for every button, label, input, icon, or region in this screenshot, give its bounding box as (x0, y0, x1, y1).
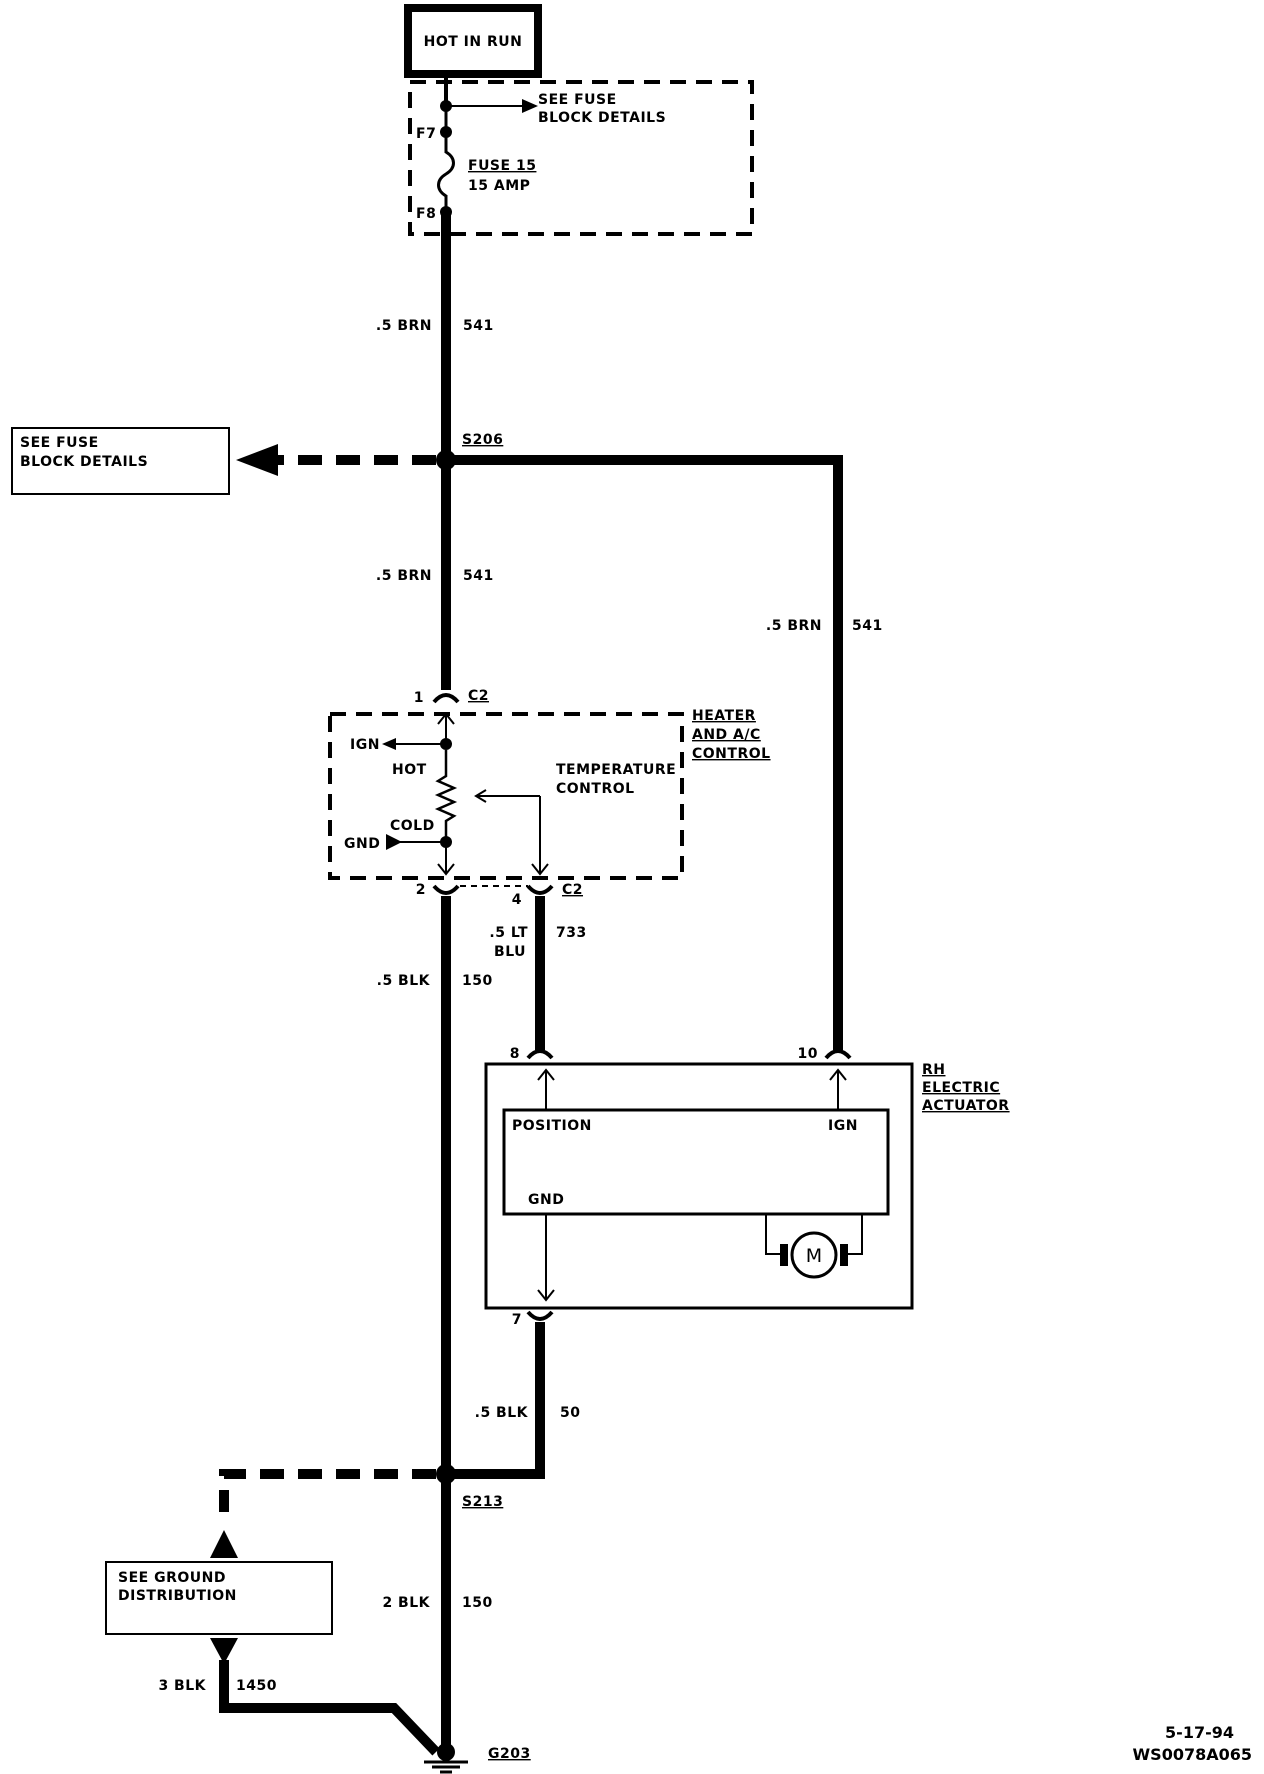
pin2-label: 2 (416, 882, 426, 898)
actuator-logic-box (502, 1108, 890, 1216)
see-fuse-box (11, 427, 230, 495)
heater-cold-label: COLD (390, 818, 435, 834)
arrow-down-icon (537, 1289, 555, 1302)
connector-c2-pin2 (432, 884, 460, 895)
hot-in-run-box: HOT IN RUN (404, 4, 542, 78)
temp-control-line2: CONTROL (556, 781, 635, 797)
actuator-title-line3: ACTUATOR (922, 1098, 1010, 1114)
pin-f7-label: F7 (416, 126, 436, 142)
ground-g203-label: G203 (488, 1746, 531, 1762)
wire-w5-circuit: 733 (556, 925, 587, 941)
wire-w6-circuit: 50 (560, 1405, 580, 1421)
ground-icon (424, 1752, 468, 1774)
actuator-gnd-label: GND (528, 1192, 564, 1208)
heater-ac-control: HEATER AND A/C CONTROL IGN HOT COLD GND … (328, 708, 771, 880)
connector-pin10 (824, 1049, 852, 1060)
pin1-label: 1 (414, 690, 424, 706)
arrow-down-icon (210, 1638, 238, 1664)
wire-w5-gauge-line2: BLU (494, 944, 526, 960)
pin-f8-label: F8 (416, 206, 436, 222)
wire-w7-circuit: 150 (462, 1595, 493, 1611)
heater-title-line1: HEATER (692, 708, 756, 724)
heater-hot-label: HOT (392, 762, 427, 778)
fuse-icon (437, 136, 455, 212)
dashed-wire-to-ground-box (219, 1469, 436, 1512)
fuse-see-line1: SEE FUSE (538, 92, 617, 108)
hot-in-run-label: HOT IN RUN (424, 34, 523, 50)
arrow-right-icon (522, 99, 538, 113)
pin-f7-node (440, 126, 452, 138)
connector-c2-pin1 (432, 693, 460, 704)
arrow-down-icon (437, 863, 455, 876)
wire-w8-circuit: 1450 (236, 1678, 277, 1694)
wire-w1-gauge: .5 BRN (376, 318, 432, 334)
ground-box-line1: SEE GROUND (118, 1570, 226, 1586)
actuator-ign-label: IGN (828, 1118, 858, 1134)
wire-w4-circuit: 150 (462, 973, 493, 989)
splice-s206-label: S206 (462, 432, 503, 448)
ground-box-line2: DISTRIBUTION (118, 1588, 237, 1604)
wire-w7-gauge: 2 BLK (382, 1595, 430, 1611)
arrow-left-icon (382, 738, 396, 750)
wiper-arrow-icon (474, 789, 487, 803)
wire-1450 (219, 1660, 440, 1756)
actuator-position-label: POSITION (512, 1118, 592, 1134)
connector-pin7 (526, 1310, 554, 1321)
pin7-label: 7 (512, 1312, 522, 1328)
arrow-up-icon (829, 1068, 847, 1081)
pin4-label: 4 (512, 892, 522, 908)
footer-date: 5-17-94 (1165, 1723, 1234, 1742)
see-fuse-box-line2: BLOCK DETAILS (20, 454, 148, 470)
wire-w5-gauge-line1: .5 LT (489, 925, 528, 941)
connector-c2-pin4 (526, 884, 554, 895)
arrow-up-icon (210, 1530, 238, 1558)
heater-title-line3: CONTROL (692, 746, 771, 762)
wire-w2-circuit: 541 (463, 568, 494, 584)
rh-electric-actuator: RH ELECTRIC ACTUATOR POSITION IGN GND M (484, 1062, 1010, 1310)
arrow-up-icon (437, 712, 455, 725)
resistor-icon (434, 750, 458, 842)
heater-ign-label: IGN (350, 737, 380, 753)
splice-s213-label: S213 (462, 1494, 503, 1510)
pin8-label: 8 (510, 1046, 520, 1062)
fuse-block: SEE FUSE BLOCK DETAILS F7 F8 FUSE 15 15 … (408, 74, 754, 236)
wire-w2-gauge: .5 BRN (376, 568, 432, 584)
wire-w8-gauge: 3 BLK (158, 1678, 206, 1694)
arrow-left-icon (236, 444, 278, 476)
connector-c2-label: C2 (468, 688, 489, 704)
wire-w1-circuit: 541 (463, 318, 494, 334)
see-ground-box (105, 1561, 333, 1635)
connector-c2-bottom-label: C2 (562, 882, 583, 898)
fuse-name: FUSE 15 (468, 158, 536, 174)
pin10-label: 10 (798, 1046, 818, 1062)
actuator-title-line1: RH (922, 1062, 946, 1078)
arrow-down-icon (531, 863, 549, 876)
heater-gnd-label: GND (344, 836, 380, 852)
fuse-rating: 15 AMP (468, 178, 530, 194)
temp-control-line1: TEMPERATURE (556, 762, 676, 778)
motor-icon (790, 1231, 838, 1279)
footer-code: WS0078A065 (1133, 1745, 1252, 1764)
wire-w3-circuit: 541 (852, 618, 883, 634)
connector-pin8 (526, 1049, 554, 1060)
wire-w3-gauge: .5 BRN (766, 618, 822, 634)
wire-w4-gauge: .5 BLK (377, 973, 431, 989)
motor-label: M (806, 1245, 822, 1267)
arrow-up-icon (537, 1068, 555, 1081)
wire-w6-gauge: .5 BLK (475, 1405, 529, 1421)
see-fuse-box-line1: SEE FUSE (20, 435, 99, 451)
arrow-right-icon (386, 834, 402, 850)
fuse-see-line2: BLOCK DETAILS (538, 110, 666, 126)
heater-title-line2: AND A/C (692, 727, 761, 743)
actuator-title-line2: ELECTRIC (922, 1080, 1000, 1096)
